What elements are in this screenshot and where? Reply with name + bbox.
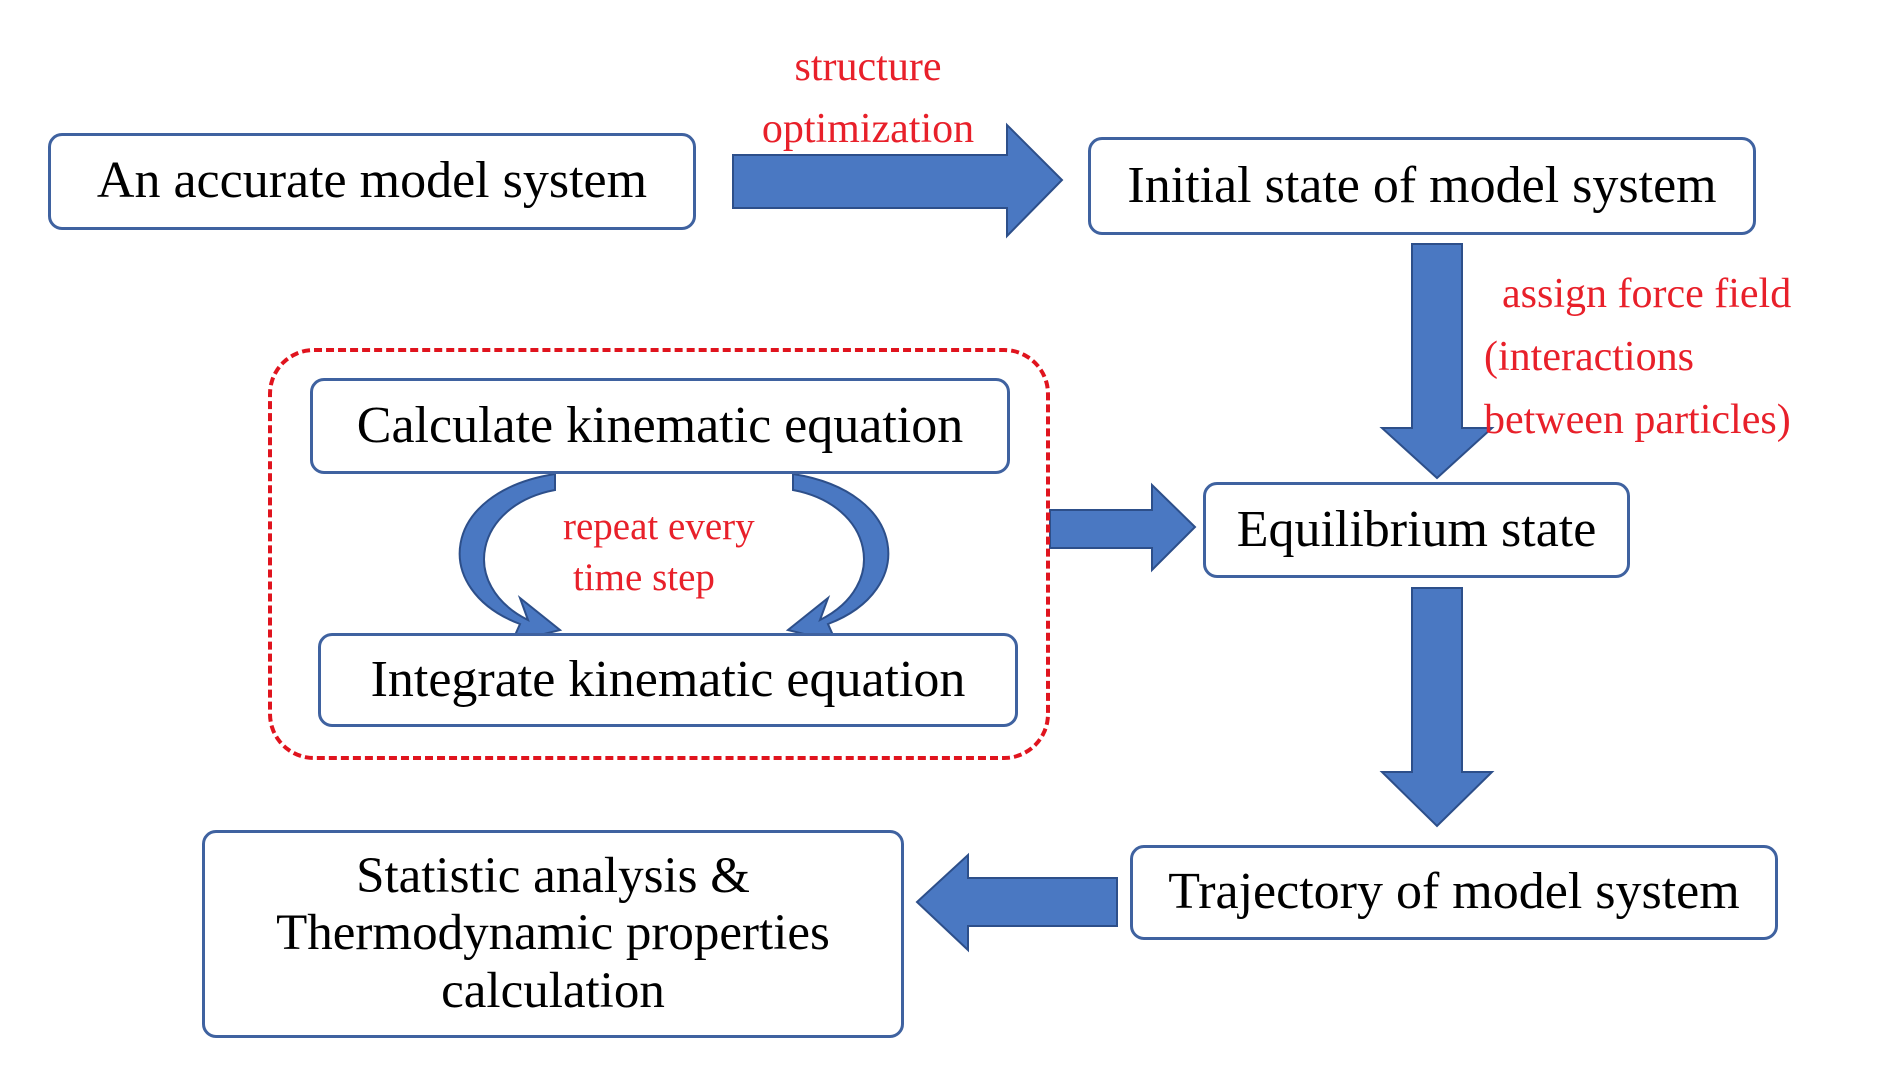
arrow-to-statistic	[915, 852, 1118, 953]
node-initial-state: Initial state of model system	[1088, 137, 1756, 235]
label-assign-line2: (interactions	[1484, 334, 1694, 380]
arrow-to-trajectory	[1379, 587, 1495, 828]
node-initial-state-text: Initial state of model system	[1127, 156, 1717, 214]
node-integrate-kinematic-equation: Integrate kinematic equation	[318, 633, 1018, 727]
node-accurate-model-system-text: An accurate model system	[96, 152, 648, 210]
arrow-assign-force-field	[1379, 243, 1495, 480]
node-accurate-model-system: An accurate model system	[48, 133, 696, 230]
node-statistic-line1: Statistic analysis &	[356, 848, 750, 905]
node-trajectory-text: Trajectory of model system	[1168, 863, 1740, 921]
label-structure-optimization: structure optimization	[748, 36, 988, 160]
arrow-structure-optimization	[732, 122, 1064, 239]
md-loop-group	[268, 348, 1050, 760]
label-repeat-line1: repeat every	[563, 505, 755, 548]
node-calculate-text: Calculate kinematic equation	[356, 396, 964, 454]
node-trajectory: Trajectory of model system	[1130, 845, 1778, 940]
node-calculate-kinematic-equation: Calculate kinematic equation	[310, 378, 1010, 474]
label-repeat-every-time-step: repeat every time step	[563, 502, 755, 603]
node-statistic-line3: calculation	[441, 962, 665, 1019]
label-structure-line2: optimization	[761, 106, 975, 153]
node-statistic-line2: Thermodynamic properties	[276, 905, 830, 962]
node-statistic-analysis: Statistic analysis & Thermodynamic prope…	[202, 830, 904, 1038]
label-assign-line1: assign force field	[1502, 271, 1792, 317]
node-equilibrium-state: Equilibrium state	[1203, 482, 1630, 578]
node-integrate-text: Integrate kinematic equation	[370, 650, 966, 708]
label-assign-line3: between particles)	[1484, 397, 1791, 443]
node-equilibrium-text: Equilibrium state	[1236, 500, 1597, 558]
label-repeat-line2: time step	[573, 555, 715, 599]
label-assign-force-field: assign force field (interactions between…	[1484, 263, 1791, 452]
label-structure-line1: structure	[794, 44, 942, 90]
arrow-to-equilibrium	[1049, 482, 1197, 573]
